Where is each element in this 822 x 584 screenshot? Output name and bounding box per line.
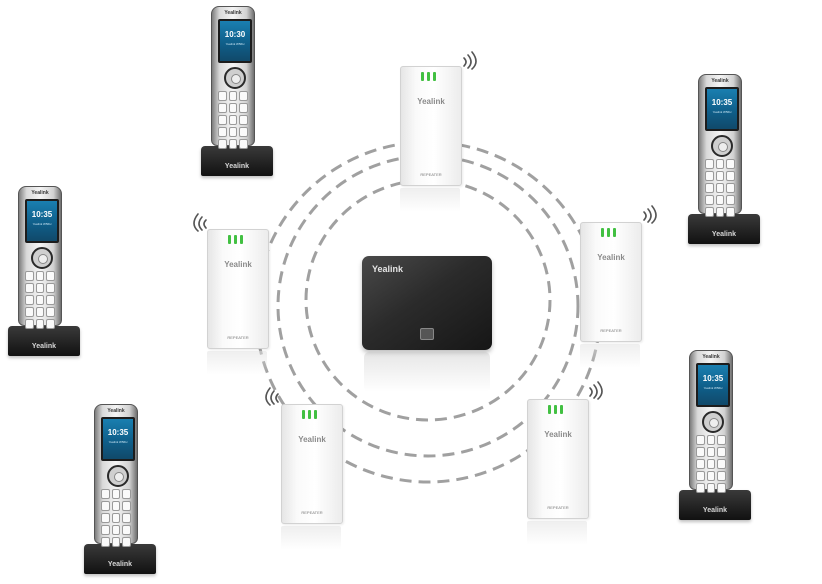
led-indicators bbox=[228, 235, 243, 244]
repeater-model: REPEATER bbox=[547, 505, 569, 510]
wifi-signal-icon bbox=[643, 205, 657, 224]
repeater-top: Yealink REPEATER bbox=[400, 66, 470, 236]
repeater-body: Yealink REPEATER bbox=[580, 222, 642, 342]
charging-cradle: Yealink bbox=[84, 544, 156, 574]
handset-brand: Yealink bbox=[31, 190, 49, 196]
charging-cradle: Yealink bbox=[201, 146, 273, 176]
base-station: Yealink bbox=[362, 256, 492, 350]
led-indicators bbox=[302, 410, 317, 419]
handset-brand: Yealink bbox=[702, 354, 720, 360]
screen-time: 10:35 bbox=[711, 98, 733, 107]
keypad bbox=[218, 91, 248, 149]
handset-body: Yealink 10:35 Yealink W56H bbox=[698, 74, 742, 217]
repeater-right: Yealink REPEATER bbox=[580, 222, 650, 392]
repeater-model: REPEATER bbox=[420, 172, 442, 177]
handset-screen: 10:35 Yealink W56H bbox=[25, 199, 59, 243]
navigation-pad-icon bbox=[224, 67, 246, 89]
wifi-signal-icon bbox=[265, 387, 279, 406]
screen-subtitle: Yealink W56H bbox=[225, 42, 245, 46]
repeater-reflection bbox=[207, 351, 267, 375]
screen-time: 10:35 bbox=[107, 428, 129, 437]
cradle-brand: Yealink bbox=[702, 507, 728, 514]
repeater-reflection bbox=[281, 526, 341, 550]
handset-body: Yealink 10:35 Yealink W56H bbox=[18, 186, 62, 329]
repeater-model: REPEATER bbox=[600, 328, 622, 333]
handset-screen: 10:35 Yealink W56H bbox=[705, 87, 739, 131]
screen-subtitle: Yealink W56H bbox=[108, 440, 128, 444]
handset-screen: 10:35 Yealink W56H bbox=[696, 363, 730, 407]
navigation-pad-icon bbox=[107, 465, 129, 487]
repeater-reflection bbox=[527, 521, 587, 545]
handset-top-right: Yealink Yealink 10:35 Yealink W56H bbox=[684, 74, 764, 244]
keypad bbox=[696, 435, 726, 493]
handset-bottom-left: Yealink Yealink 10:35 Yealink W56H bbox=[80, 404, 160, 574]
handset-brand: Yealink bbox=[224, 10, 242, 16]
repeater-bottom-left: Yealink REPEATER bbox=[281, 404, 351, 574]
cradle-brand: Yealink bbox=[107, 561, 133, 568]
repeater-brand: Yealink bbox=[224, 260, 252, 269]
handset-body: Yealink 10:35 Yealink W56H bbox=[689, 350, 733, 493]
page-button-icon bbox=[420, 328, 434, 340]
repeater-body: Yealink REPEATER bbox=[281, 404, 343, 524]
keypad bbox=[705, 159, 735, 217]
keypad bbox=[25, 271, 55, 329]
repeater-brand: Yealink bbox=[544, 430, 572, 439]
handset-brand: Yealink bbox=[711, 78, 729, 84]
repeater-body: Yealink REPEATER bbox=[400, 66, 462, 186]
screen-subtitle: Yealink W56H bbox=[712, 110, 732, 114]
repeater-model: REPEATER bbox=[301, 510, 323, 515]
repeater-brand: Yealink bbox=[597, 253, 625, 262]
wifi-signal-icon bbox=[589, 381, 603, 400]
repeater-body: Yealink REPEATER bbox=[207, 229, 269, 349]
navigation-pad-icon bbox=[31, 247, 53, 269]
led-indicators bbox=[601, 228, 616, 237]
led-indicators bbox=[548, 405, 563, 414]
led-indicators bbox=[421, 72, 436, 81]
navigation-pad-icon bbox=[702, 411, 724, 433]
repeater-left: Yealink REPEATER bbox=[207, 229, 277, 399]
base-brand: Yealink bbox=[372, 264, 404, 274]
screen-time: 10:35 bbox=[702, 374, 724, 383]
handset-brand: Yealink bbox=[107, 408, 125, 414]
repeater-reflection bbox=[400, 188, 460, 212]
handset-screen: 10:30 Yealink W56H bbox=[218, 19, 252, 63]
cradle-brand: Yealink bbox=[711, 231, 737, 238]
wifi-signal-icon bbox=[193, 213, 207, 232]
wifi-signal-icon bbox=[463, 51, 477, 70]
handset-bottom-right: Yealink Yealink 10:35 Yealink W56H bbox=[675, 350, 755, 520]
handset-middle-left: Yealink Yealink 10:35 Yealink W56H bbox=[4, 186, 84, 356]
handset-body: Yealink 10:35 Yealink W56H bbox=[94, 404, 138, 547]
charging-cradle: Yealink bbox=[679, 490, 751, 520]
repeater-brand: Yealink bbox=[298, 435, 326, 444]
repeater-bottom-right: Yealink REPEATER bbox=[527, 399, 597, 569]
navigation-pad-icon bbox=[711, 135, 733, 157]
repeater-body: Yealink REPEATER bbox=[527, 399, 589, 519]
handset-body: Yealink 10:30 Yealink W56H bbox=[211, 6, 255, 149]
charging-cradle: Yealink bbox=[688, 214, 760, 244]
screen-subtitle: Yealink W56H bbox=[32, 222, 52, 226]
screen-time: 10:35 bbox=[31, 210, 53, 219]
cradle-brand: Yealink bbox=[224, 163, 250, 170]
handset-screen: 10:35 Yealink W56H bbox=[101, 417, 135, 461]
charging-cradle: Yealink bbox=[8, 326, 80, 356]
repeater-reflection bbox=[580, 344, 640, 368]
screen-subtitle: Yealink W56H bbox=[703, 386, 723, 390]
handset-top-left: Yealink Yealink 10:30 Yealink W56H bbox=[197, 6, 277, 176]
keypad bbox=[101, 489, 131, 547]
repeater-brand: Yealink bbox=[417, 97, 445, 106]
coverage-ring-inner bbox=[304, 178, 552, 422]
screen-time: 10:30 bbox=[224, 30, 246, 39]
cradle-brand: Yealink bbox=[31, 343, 57, 350]
repeater-model: REPEATER bbox=[227, 335, 249, 340]
base-reflection bbox=[364, 352, 490, 392]
